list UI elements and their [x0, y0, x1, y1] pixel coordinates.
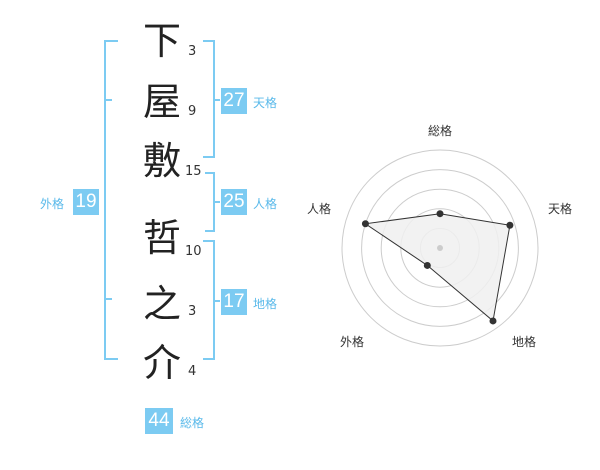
stroke-count-4: 10 — [185, 244, 202, 259]
radar-ring-2 — [361, 169, 519, 327]
gaikaku-badge: 19 — [73, 189, 99, 215]
stroke-count-1: 3 — [188, 44, 197, 59]
gaikaku-label: 外格 — [40, 197, 65, 211]
radar-center-dot — [437, 245, 443, 251]
name-char-2: 屋 — [142, 80, 181, 124]
radar-ring-1 — [341, 149, 539, 347]
radar-point-4 — [423, 261, 431, 269]
radar-point-2 — [506, 221, 514, 229]
radar-point-3 — [489, 317, 497, 325]
name-char-3: 敷 — [142, 139, 181, 183]
stroke-count-6: 4 — [188, 364, 197, 379]
tenkaku-label: 天格 — [253, 96, 278, 110]
name-char-6: 介 — [142, 341, 181, 385]
soukaku-label: 総格 — [180, 416, 205, 430]
stroke-count-5: 3 — [188, 304, 197, 319]
radar-point-5 — [361, 220, 369, 228]
radar-label-gaikaku: 外格 — [340, 335, 365, 349]
stroke-count-3: 15 — [185, 164, 202, 179]
radar-chart — [341, 149, 539, 347]
name-char-5: 之 — [142, 282, 181, 326]
chikaku-label: 地格 — [253, 297, 278, 311]
radar-polygon — [364, 213, 511, 322]
radar-label-soukaku: 総格 — [428, 124, 453, 138]
radar-point-1 — [436, 210, 444, 218]
radar-label-jinkaku: 人格 — [307, 202, 332, 216]
jinkaku-badge: 25 — [221, 189, 247, 215]
chikaku-badge: 17 — [221, 289, 247, 315]
stroke-count-2: 9 — [188, 104, 197, 119]
radar-points — [361, 210, 514, 325]
radar-label-tenkaku: 天格 — [548, 202, 573, 216]
name-char-4: 哲 — [142, 216, 181, 260]
soukaku-badge: 44 — [145, 408, 173, 434]
name-char-1: 下 — [142, 19, 181, 63]
radar-label-chikaku: 地格 — [512, 335, 537, 349]
tenkaku-badge: 27 — [221, 88, 247, 114]
jinkaku-label: 人格 — [253, 197, 278, 211]
